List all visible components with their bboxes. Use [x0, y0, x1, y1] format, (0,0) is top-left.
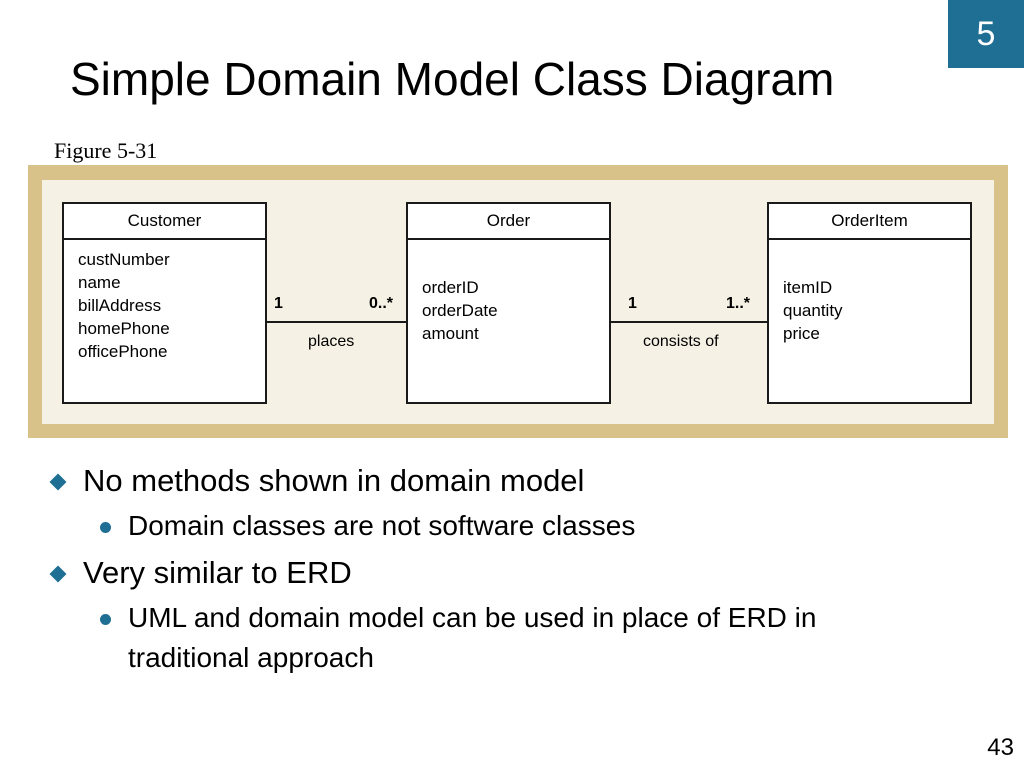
class-box-order: Order orderID orderDate amount [406, 202, 611, 404]
page-number: 43 [987, 734, 1014, 761]
sub-bullet-item: Domain classes are not software classes [48, 506, 988, 546]
attribute: custNumber [78, 250, 170, 269]
class-attributes: itemID quantity price [769, 240, 970, 345]
multiplicity-customer: 1 [274, 295, 283, 312]
class-name: Customer [64, 204, 265, 240]
figure-label: Figure 5-31 [54, 138, 158, 163]
sub-bullet-text: UML and domain model can be used in plac… [128, 602, 817, 673]
multiplicity-orderitem: 1..* [726, 295, 751, 312]
dot-bullet-icon [100, 614, 111, 625]
multiplicity-order-side: 1 [628, 295, 637, 312]
sub-bullet-text: Domain classes are not software classes [128, 510, 636, 541]
attribute: price [783, 324, 820, 343]
attribute: itemID [783, 278, 833, 297]
bullet-text: No methods shown in domain model [83, 463, 585, 498]
attribute: name [78, 273, 121, 292]
multiplicity-order: 0..* [369, 295, 394, 312]
association-line-consists-of [611, 321, 767, 323]
diamond-bullet-icon [49, 565, 67, 583]
bullet-list: No methods shown in domain model Domain … [48, 460, 988, 684]
chapter-number-badge: 5 [948, 0, 1024, 68]
bullet-item: No methods shown in domain model [48, 460, 988, 502]
attribute: homePhone [78, 319, 170, 338]
association-label-consists-of: consists of [643, 333, 719, 350]
attribute: officePhone [78, 342, 168, 361]
attribute: orderID [422, 278, 479, 297]
class-attributes: orderID orderDate amount [408, 240, 609, 345]
association-label-places: places [308, 333, 355, 350]
bullet-text: Very similar to ERD [83, 555, 352, 590]
class-box-orderitem: OrderItem itemID quantity price [767, 202, 972, 404]
attribute: billAddress [78, 296, 162, 315]
attribute: amount [422, 324, 479, 343]
slide-title: Simple Domain Model Class Diagram [70, 53, 835, 105]
attribute: quantity [783, 301, 843, 320]
class-name: Order [408, 204, 609, 240]
class-box-customer: Customer custNumber name billAddress hom… [62, 202, 267, 404]
class-name: OrderItem [769, 204, 970, 240]
dot-bullet-icon [100, 522, 111, 533]
diamond-bullet-icon [49, 473, 67, 491]
sub-bullet-item: UML and domain model can be used in plac… [48, 598, 988, 678]
class-attributes: custNumber name billAddress homePhone of… [64, 240, 265, 363]
association-line-places [267, 321, 406, 323]
bullet-item: Very similar to ERD [48, 552, 988, 594]
attribute: orderDate [422, 301, 498, 320]
